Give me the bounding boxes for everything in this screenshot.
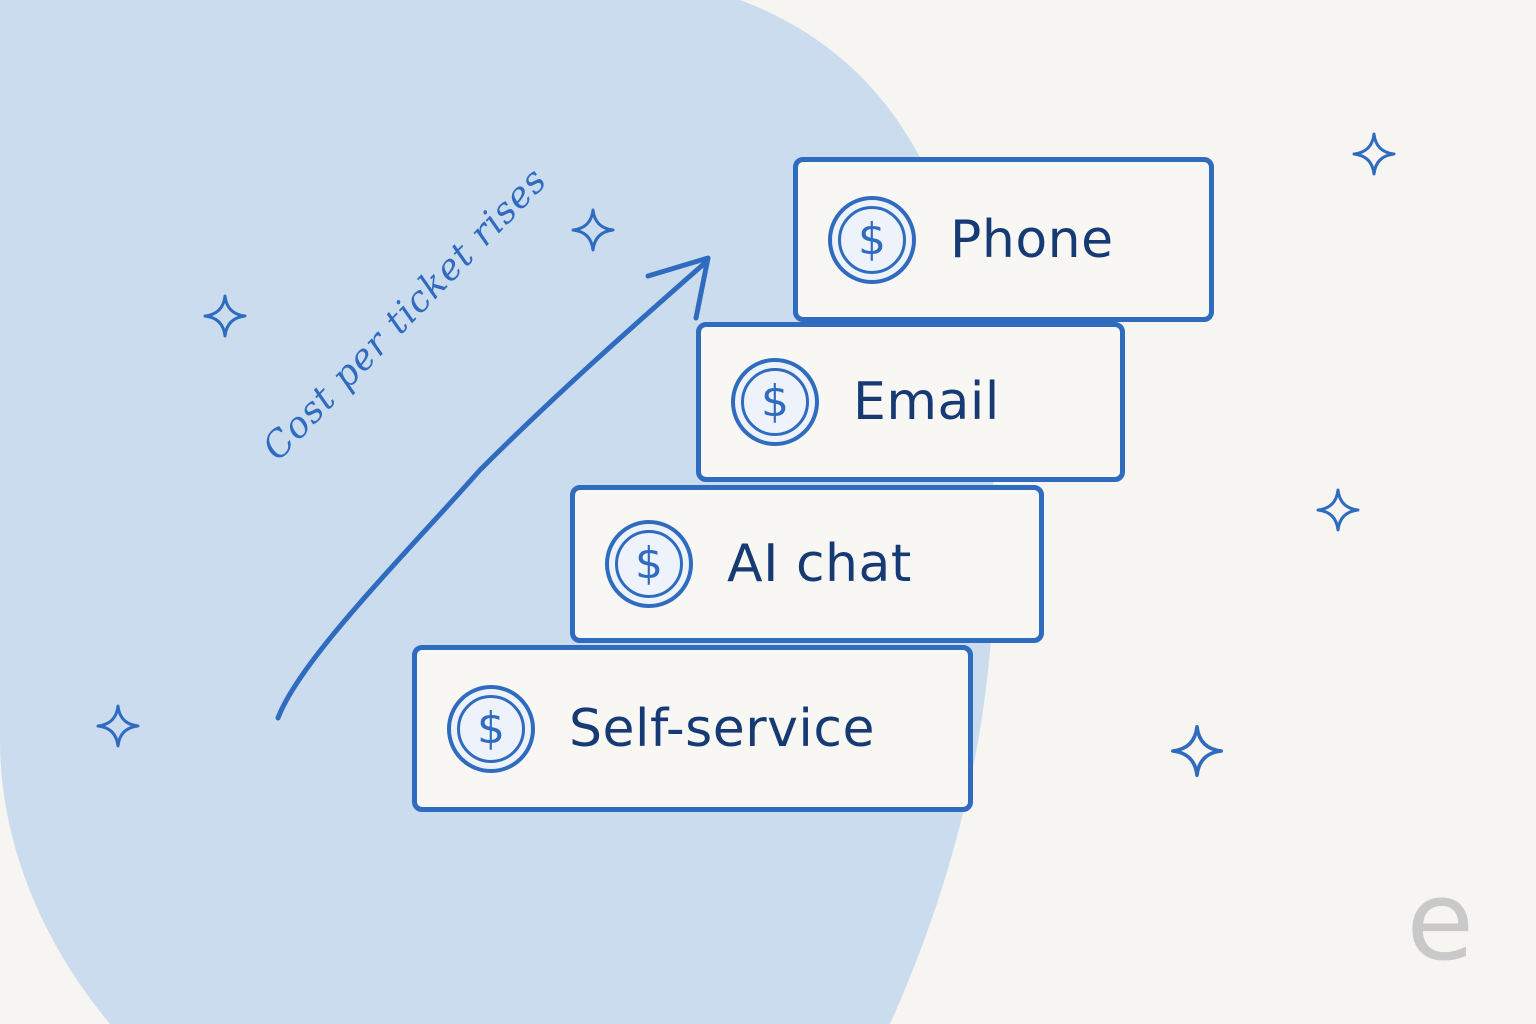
dollar-sign: $ xyxy=(741,368,809,436)
sparkle-icon xyxy=(1352,132,1396,176)
sparkle-icon xyxy=(203,294,247,338)
dollar-sign: $ xyxy=(838,205,906,274)
dollar-sign: $ xyxy=(615,530,683,598)
dollar-coin-icon: $ xyxy=(731,358,819,446)
step-label-ai-chat: AI chat xyxy=(727,534,912,594)
sparkle-icon xyxy=(96,704,140,748)
step-self-service: $ Self-service xyxy=(412,645,973,812)
sparkle-icon xyxy=(571,208,615,252)
dollar-sign: $ xyxy=(457,694,525,763)
step-label-self-service: Self-service xyxy=(569,698,875,759)
brand-logo: e xyxy=(1406,857,1474,985)
step-ai-chat: $ AI chat xyxy=(570,485,1044,643)
step-email: $ Email xyxy=(696,322,1125,482)
dollar-coin-icon: $ xyxy=(447,684,535,773)
sparkle-icon xyxy=(1171,725,1223,777)
step-phone: $ Phone xyxy=(793,157,1214,322)
step-label-email: Email xyxy=(853,372,1000,432)
sparkle-icon xyxy=(1316,488,1360,532)
dollar-coin-icon: $ xyxy=(828,195,916,284)
step-label-phone: Phone xyxy=(950,209,1114,270)
dollar-coin-icon: $ xyxy=(605,520,693,608)
